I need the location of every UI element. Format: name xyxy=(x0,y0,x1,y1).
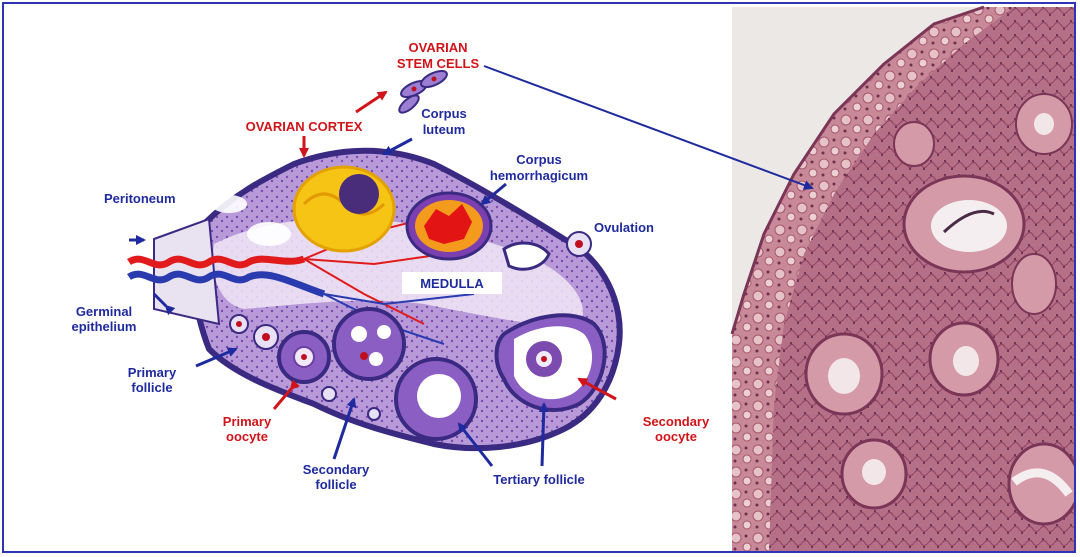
histology-photo xyxy=(730,5,1074,551)
label-stem-cells-line2: STEM CELLS xyxy=(397,56,480,71)
label-secondary-follicle-line1: Secondary xyxy=(303,462,370,477)
corpus-luteum xyxy=(292,165,396,253)
label-corpus-luteum-line2: luteum xyxy=(423,122,466,137)
label-stem-cells-line1: OVARIAN xyxy=(409,40,468,55)
ovulation-site xyxy=(502,231,592,271)
corpus-hemorrhagicum xyxy=(405,191,493,261)
medulla-box xyxy=(402,272,502,294)
label-secondary-oocyte-line2: oocyte xyxy=(655,429,697,444)
label-peritoneum: Peritoneum xyxy=(104,191,176,206)
label-secondary-follicle-line2: follicle xyxy=(315,477,356,492)
label-primary-oocyte-line1: Primary xyxy=(223,414,272,429)
ovary-schematic xyxy=(127,147,623,452)
label-primary-follicle-line2: follicle xyxy=(131,380,172,395)
histology-follicle xyxy=(902,174,1026,274)
arrow-icon xyxy=(129,65,814,467)
label-corpus-hem-line1: Corpus xyxy=(516,152,562,167)
stem-cell-icon xyxy=(398,69,448,114)
label-ovarian-cortex: OVARIAN CORTEX xyxy=(246,119,363,134)
label-secondary-oocyte-line1: Secondary xyxy=(643,414,710,429)
label-tertiary-follicle: Tertiary follicle xyxy=(493,472,585,487)
label-germinal-line2: epithelium xyxy=(71,319,136,334)
label-corpus-luteum-line1: Corpus xyxy=(421,106,467,121)
label-medulla: MEDULLA xyxy=(420,276,484,291)
ovary-diagram: OVARIAN STEM CELLS OVARIAN CORTEX Corpus… xyxy=(71,5,1074,551)
label-corpus-hem-line2: hemorrhagicum xyxy=(490,168,588,183)
label-germinal-line1: Germinal xyxy=(76,304,132,319)
label-ovulation: Ovulation xyxy=(594,220,654,235)
label-primary-oocyte-line2: oocyte xyxy=(226,429,268,444)
label-primary-follicle-line1: Primary xyxy=(128,365,177,380)
